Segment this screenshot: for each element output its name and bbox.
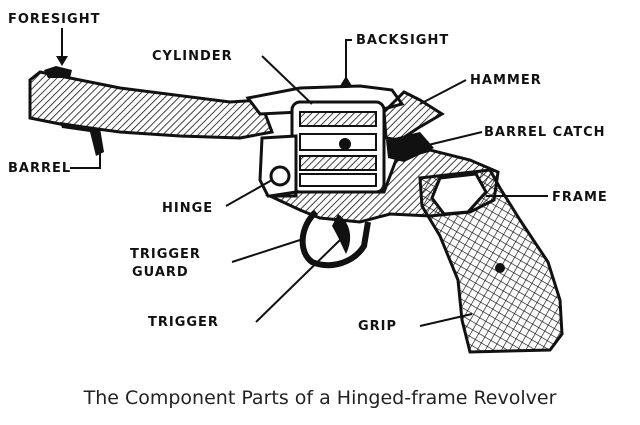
leader-barrel-catch	[423, 131, 483, 147]
label-foresight: FORESIGHT	[8, 12, 100, 27]
label-trigger-guard-line2: GUARD	[132, 265, 189, 280]
grip-screw	[495, 263, 505, 273]
leader-barrel	[70, 138, 101, 169]
barrel-catch-shape	[386, 132, 434, 162]
barrel-rib	[60, 122, 104, 156]
label-backsight: BACKSIGHT	[356, 33, 449, 48]
label-frame: FRAME	[552, 190, 608, 205]
trigger-shape	[332, 214, 351, 254]
leader-cylinder	[261, 55, 313, 105]
grip-medallion	[430, 172, 488, 216]
barrel-shape	[28, 70, 275, 140]
revolver-illustration	[28, 66, 564, 354]
diagram-caption: The Component Parts of a Hinged-frame Re…	[83, 387, 557, 409]
leader-grip	[419, 313, 473, 327]
backsight-shape	[340, 76, 352, 86]
leader-hammer	[419, 79, 467, 105]
label-hinge: HINGE	[162, 201, 213, 216]
label-cylinder: CYLINDER	[152, 49, 233, 64]
foresight-shape	[44, 66, 72, 78]
hinge-screw	[269, 165, 291, 187]
leader-hinge	[225, 179, 273, 207]
label-barrel-catch: BARREL CATCH	[484, 125, 606, 140]
cylinder-shape	[290, 100, 386, 194]
label-trigger-guard-line1: TRIGGER	[130, 247, 201, 262]
leader-backsight	[345, 39, 352, 80]
grip-shape	[418, 168, 564, 354]
label-trigger: TRIGGER	[148, 315, 219, 330]
part-labels: FORESIGHT CYLINDER BACKSIGHT HAMMER BARR…	[8, 12, 608, 334]
label-grip: GRIP	[358, 319, 397, 334]
leader-trigger	[255, 239, 341, 323]
label-hammer: HAMMER	[470, 73, 542, 88]
trigger-guard-shape	[299, 209, 371, 269]
leader-trigger-guard	[231, 239, 301, 263]
leader-lines	[56, 28, 548, 327]
leader-foresight-arrow	[56, 56, 68, 66]
label-barrel: BARREL	[8, 161, 71, 176]
hammer-shape	[382, 90, 445, 142]
